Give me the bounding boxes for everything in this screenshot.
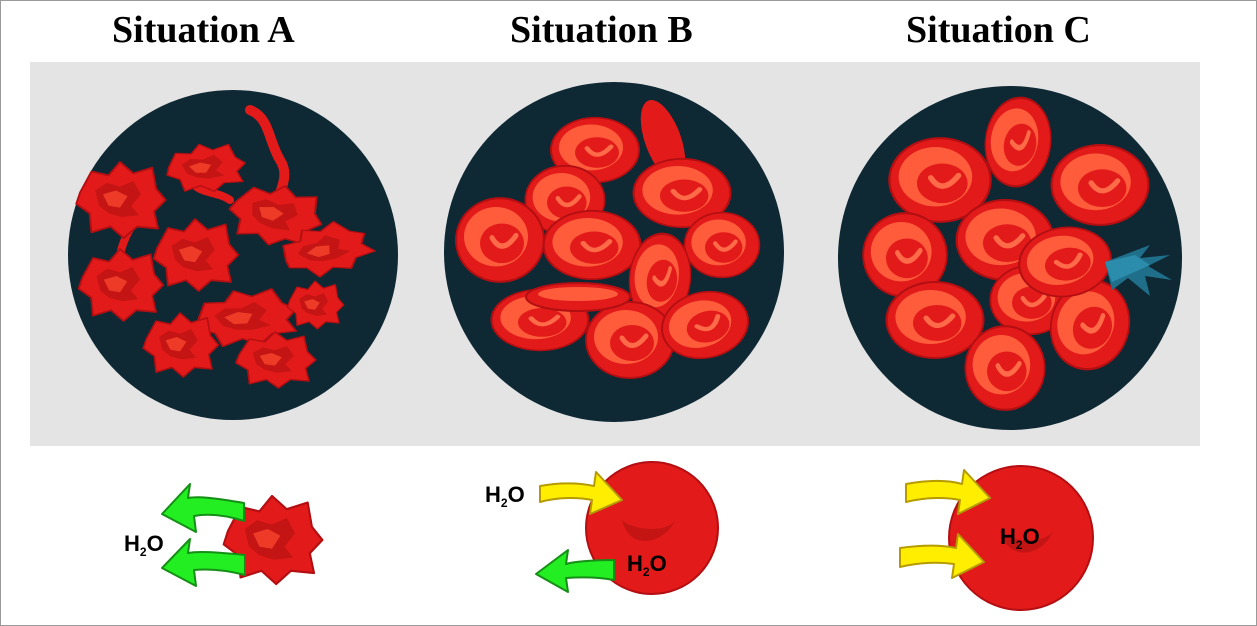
arrow-in-icon bbox=[899, 533, 985, 579]
circle-situation-b bbox=[444, 82, 784, 422]
detail-situation-a: H2O bbox=[124, 483, 324, 587]
water-label-c-inside: H2O bbox=[1000, 524, 1040, 552]
title-situation-c: Situation C bbox=[906, 9, 1091, 51]
title-situation-b: Situation B bbox=[510, 9, 693, 51]
water-label-a: H2O bbox=[124, 531, 164, 559]
arrow-in-icon bbox=[905, 469, 991, 515]
detail-situation-b: H2O H2O bbox=[485, 461, 719, 595]
arrow-out-icon bbox=[161, 483, 245, 533]
title-situation-a: Situation A bbox=[112, 9, 295, 51]
circle-situation-c bbox=[838, 86, 1182, 430]
detail-situation-c: H2O bbox=[899, 465, 1094, 611]
burst-icon bbox=[1105, 245, 1172, 296]
arrow-in-icon bbox=[539, 471, 623, 515]
arrow-out-icon bbox=[161, 538, 246, 587]
water-label-b-outside: H2O bbox=[485, 482, 525, 510]
circle-situation-a bbox=[68, 90, 398, 420]
arrow-out-icon bbox=[535, 549, 615, 593]
water-label-b-inside: H2O bbox=[627, 551, 667, 579]
